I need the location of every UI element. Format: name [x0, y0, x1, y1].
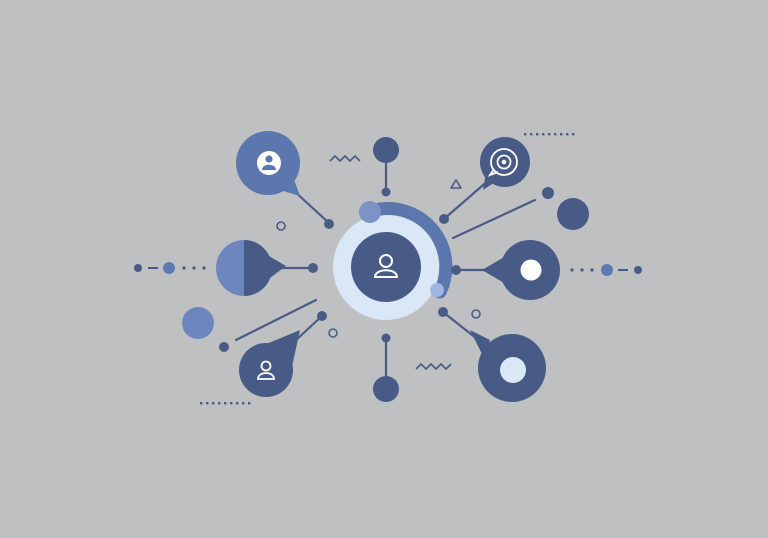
- dot: [192, 266, 196, 270]
- dot: [439, 214, 449, 224]
- dot: [202, 266, 206, 270]
- chat-icon-outline: [490, 148, 518, 176]
- ring-pin-right: [482, 240, 560, 300]
- central-hub: [333, 201, 453, 320]
- dot: [601, 264, 613, 276]
- dot: [219, 342, 229, 352]
- ring-pin-bottom-right: [470, 330, 546, 402]
- line-lower-left-long: [234, 298, 318, 342]
- connector-row-left: [134, 262, 206, 274]
- chat-tail: [483, 172, 498, 190]
- hollow-dot: [276, 221, 286, 231]
- hollow-dot: [471, 309, 481, 319]
- dot: [590, 268, 594, 272]
- dot: [134, 264, 142, 272]
- dot: [438, 307, 448, 317]
- chat-pin-top-right: [480, 137, 530, 190]
- user-icon: [257, 360, 275, 380]
- zigzag-top-left: [329, 155, 361, 162]
- line-upper-right-long: [451, 198, 537, 240]
- user-pin-top-left: [236, 131, 300, 196]
- dot: [317, 311, 327, 321]
- ring-icon: [500, 357, 526, 383]
- dotted-line-top-right: [524, 133, 575, 136]
- dot: [182, 266, 186, 270]
- line-top-right: [442, 177, 492, 221]
- user-icon: [373, 254, 399, 278]
- node-right-upper: [557, 198, 589, 230]
- dot: [381, 187, 391, 197]
- chat-icon-tail: [487, 168, 499, 177]
- split-tail: [262, 252, 286, 284]
- pin-tail: [482, 256, 506, 284]
- dot: [308, 263, 318, 273]
- split-pin-left: [216, 240, 286, 296]
- endpoint-dots: [219, 187, 554, 352]
- user-icon: [262, 155, 276, 170]
- dot: [542, 187, 554, 199]
- target-icon-center: [501, 159, 507, 165]
- hub-arc-cap: [359, 201, 381, 223]
- dotted-line-bottom-left: [200, 402, 251, 405]
- dot: [580, 268, 584, 272]
- hollow-dots: [276, 221, 481, 338]
- dot: [634, 266, 642, 274]
- dot: [451, 265, 461, 275]
- hollow-dot: [328, 328, 338, 338]
- ring-icon: [520, 259, 542, 281]
- triangle-marker: [450, 179, 462, 189]
- user-pin-bottom-left: [239, 330, 300, 397]
- dot: [163, 262, 175, 274]
- hub-arc-segment: [368, 202, 453, 299]
- node-left-lower: [182, 307, 214, 339]
- dotted-lines: [200, 133, 575, 405]
- dot: [324, 219, 334, 229]
- dot: [381, 333, 391, 343]
- dot: [570, 268, 574, 272]
- connector-row-right: [570, 264, 642, 276]
- node-top: [373, 137, 399, 163]
- zigzag-bottom-right: [415, 363, 452, 370]
- target-icon-ring: [496, 154, 512, 170]
- node-bottom: [373, 376, 399, 402]
- user-icon-badge: [257, 151, 281, 175]
- hub-arc-dot: [430, 283, 444, 297]
